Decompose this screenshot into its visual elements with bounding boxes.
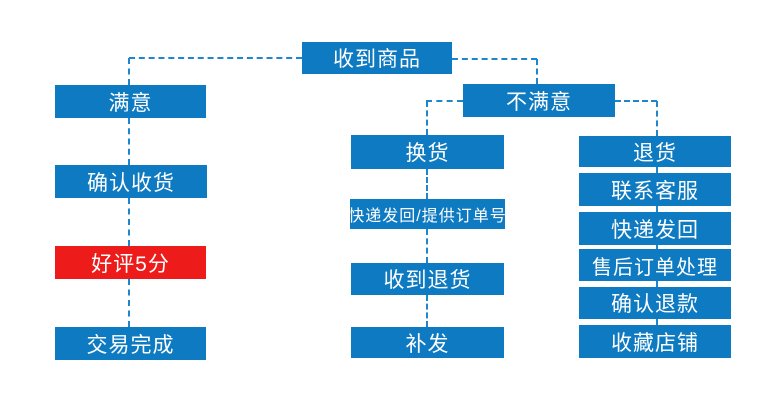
connector-received-to-unsatisfied-h [452,58,537,60]
node-confirm-receipt: 确认收货 [55,165,207,198]
node-contact-service: 联系客服 [579,173,731,206]
node-deal-complete: 交易完成 [55,327,206,360]
node-express-return: 快递发回 [579,212,731,245]
node-confirm-refund: 确认退款 [579,287,731,319]
node-ship-back-order: 快递发回/提供订单号 [348,199,506,229]
connector-unsatisfied-to-exchange-h [426,100,463,102]
node-unsatisfied: 不满意 [463,84,615,117]
node-aftersales-order: 售后订单处理 [579,249,731,281]
connector-unsatisfied-to-exchange-v [426,101,428,135]
connector-confirm-to-review [128,198,130,246]
connector-shipback-to-receivedreturn [426,229,428,263]
connector-review-to-complete [128,279,130,327]
connector-received-to-unsatisfied-v [536,59,538,84]
connector-express-to-aftersales [656,245,658,249]
connector-aftersales-to-refund [656,281,658,287]
node-exchange: 换货 [351,135,504,169]
node-return-goods: 退货 [579,136,731,167]
node-received-return: 收到退货 [351,263,504,295]
connector-satisfied-to-confirm [128,118,130,165]
connector-receivedreturn-to-reissue [426,295,428,327]
connector-return-to-contact [656,167,658,173]
node-satisfied: 满意 [55,85,206,118]
connector-received-to-satisfied-h [129,57,302,59]
node-favorite-shop: 收藏店铺 [579,325,731,358]
node-good-review: 好评5分 [55,246,206,279]
node-received-goods: 收到商品 [302,42,452,74]
node-reissue: 补发 [351,327,504,358]
connector-refund-to-favorite [656,319,658,325]
connector-exchange-to-shipback [426,169,428,199]
connector-contact-to-express [656,206,658,212]
connector-unsatisfied-to-return-v [656,101,658,136]
connector-received-to-satisfied-v [128,58,130,85]
connector-unsatisfied-to-return-h [615,100,657,102]
